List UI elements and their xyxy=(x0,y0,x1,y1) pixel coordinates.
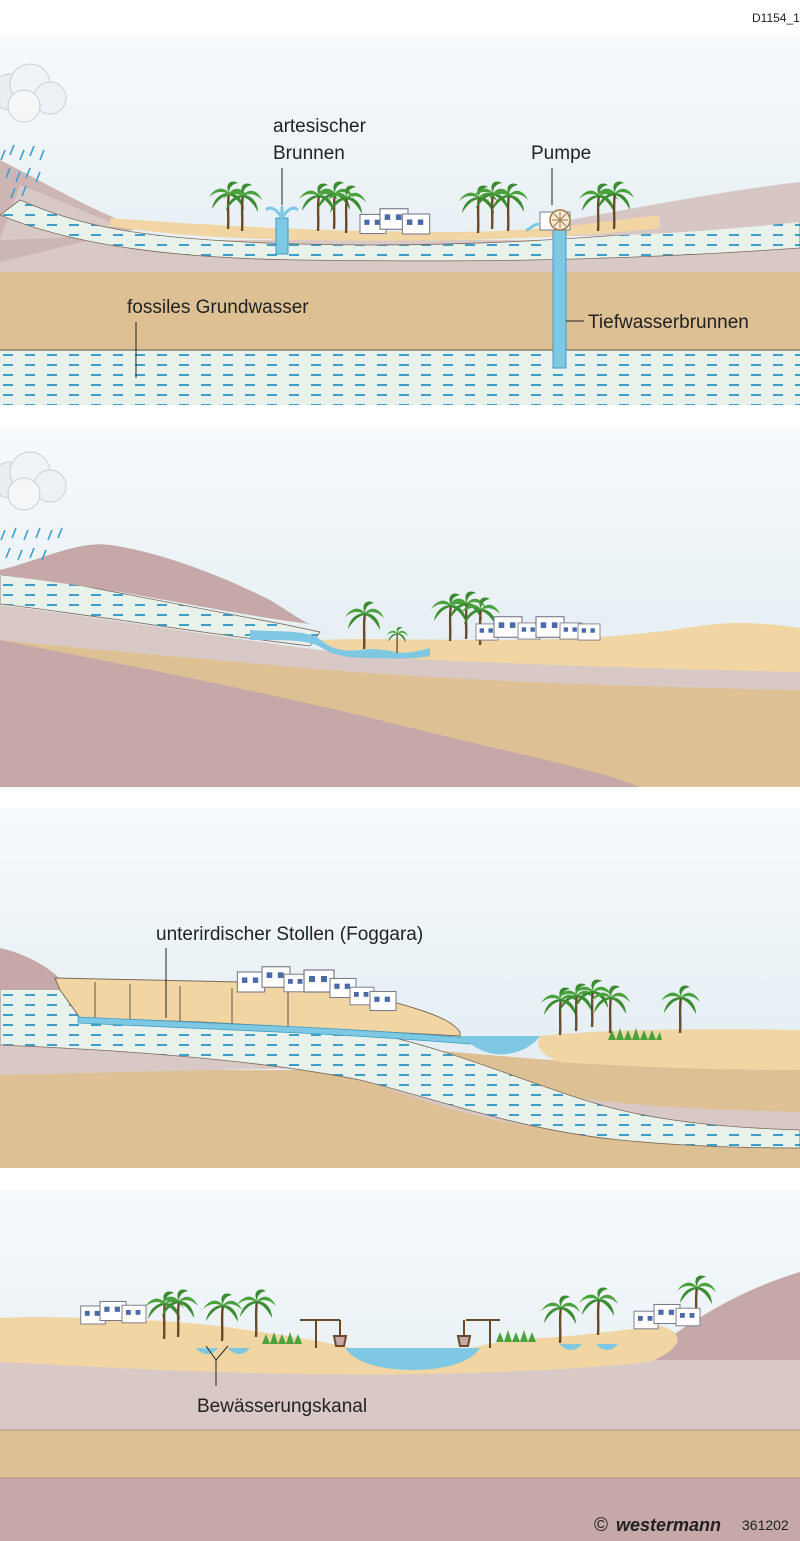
label-foggara: unterirdischer Stollen (Foggara) xyxy=(156,924,423,945)
house-icon xyxy=(401,213,431,235)
pump-icon xyxy=(525,209,571,232)
house-icon xyxy=(577,623,601,641)
house-icon xyxy=(369,990,397,1012)
ocher-layer xyxy=(0,272,800,357)
label-pump: Pumpe xyxy=(531,143,591,164)
panel-foggara: unterirdischer Stollen (Foggara) xyxy=(0,808,800,1168)
deep-mauve-layer xyxy=(0,1478,800,1541)
image-code: 361202 xyxy=(742,1517,789,1533)
shaduf-icon xyxy=(456,1319,500,1348)
rain-icon xyxy=(0,144,45,199)
deep-mauve-layer xyxy=(0,640,640,787)
label-irrigation-canal: Bewässerungskanal xyxy=(197,1396,367,1417)
sand-surface xyxy=(320,622,800,672)
shaduf-icon xyxy=(300,1319,348,1348)
grass-icon xyxy=(262,1332,302,1344)
deep-aquifer xyxy=(0,350,800,405)
label-artesian-1: artesischer xyxy=(273,116,367,137)
house-icon xyxy=(675,1307,701,1327)
label-fossil-groundwater: fossiles Grundwasser xyxy=(127,297,309,318)
spring-water xyxy=(250,630,430,659)
rain-icon xyxy=(0,527,63,561)
panel-river-oasis: Bewässerungskanal xyxy=(0,1190,800,1541)
figure-id: D1154_1 xyxy=(752,11,800,25)
house-icon xyxy=(236,971,266,993)
river-water xyxy=(345,1348,480,1370)
sand-surface xyxy=(110,215,660,241)
deep-well-pipe xyxy=(552,227,567,369)
house-icon xyxy=(121,1304,147,1324)
foggara-tunnel xyxy=(77,1016,471,1045)
mountain xyxy=(0,948,70,990)
panel-spring-oasis xyxy=(0,427,800,787)
label-deep-well: Tiefwasserbrunnen xyxy=(588,312,749,333)
artesian-well-icon xyxy=(275,217,289,255)
pool-water xyxy=(460,1036,540,1055)
label-artesian-2: Brunnen xyxy=(273,143,345,164)
spring-aquifer xyxy=(0,569,321,647)
panel-artesian-and-deep-well: artesischer Brunnen Pumpe fossiles Grund… xyxy=(0,35,800,405)
copyright-symbol: © xyxy=(594,1515,608,1536)
publisher-credit: © westermann 361202 xyxy=(594,1515,789,1536)
mountain xyxy=(0,544,310,624)
publisher-logo: westermann xyxy=(616,1515,721,1535)
grass-icon xyxy=(496,1330,536,1342)
grass-icon xyxy=(608,1028,662,1040)
